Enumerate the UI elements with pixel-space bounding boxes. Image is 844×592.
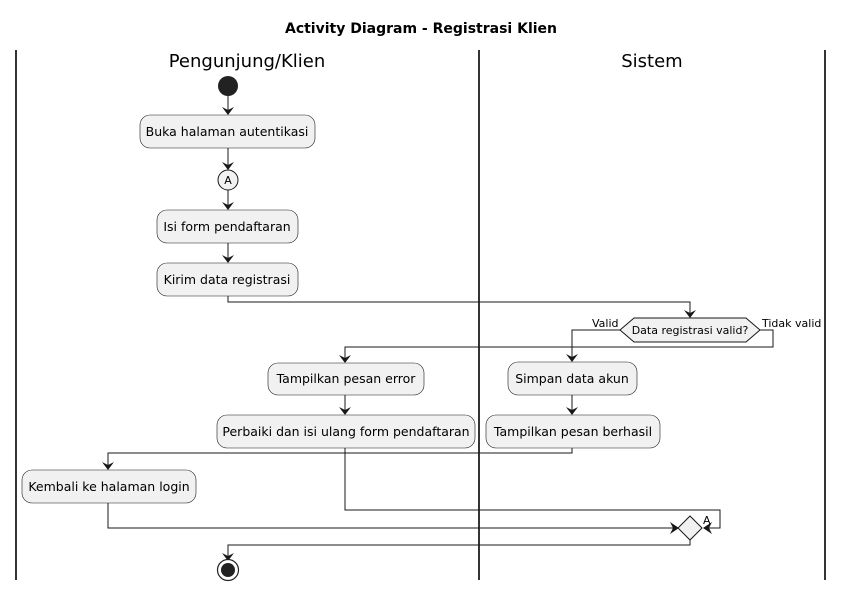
- start-node: [218, 76, 238, 96]
- activity-show-success-label: Tampilkan pesan berhasil: [493, 424, 652, 439]
- activity-back-login-label: Kembali ke halaman login: [28, 479, 189, 494]
- diagram-title: Activity Diagram - Registrasi Klien: [285, 21, 557, 37]
- lane-header-sistem: Sistem: [621, 51, 682, 72]
- activity-fix-form: Perbaiki dan isi ulang form pendaftaran: [216, 414, 476, 449]
- end-node: [216, 558, 240, 582]
- activity-submit-label: Kirim data registrasi: [164, 272, 291, 287]
- connector-a-loop-label: A: [703, 514, 711, 527]
- branch-label-tidak-valid: Tidak valid: [761, 317, 821, 330]
- activity-open-auth: Buka halaman autentikasi: [139, 114, 316, 149]
- activity-fill-form-label: Isi form pendaftaran: [163, 219, 290, 234]
- activity-open-auth-label: Buka halaman autentikasi: [146, 124, 309, 139]
- lane-header-klien: Pengunjung/Klien: [169, 51, 326, 72]
- branch-label-valid: Valid: [592, 317, 619, 330]
- activity-fill-form: Isi form pendaftaran: [156, 209, 299, 244]
- activity-submit: Kirim data registrasi: [156, 262, 299, 297]
- decision-valid: Data registrasi valid?: [619, 317, 761, 343]
- activity-fix-form-label: Perbaiki dan isi ulang form pendaftaran: [222, 424, 469, 439]
- activity-save-account: Simpan data akun: [507, 361, 638, 396]
- activity-show-error: Tampilkan pesan error: [267, 362, 425, 396]
- activity-back-login: Kembali ke halaman login: [21, 469, 197, 504]
- activity-show-success: Tampilkan pesan berhasil: [485, 414, 661, 449]
- connector-a-top-label: A: [224, 174, 232, 187]
- activity-save-account-label: Simpan data akun: [515, 371, 629, 386]
- activity-show-error-label: Tampilkan pesan error: [276, 371, 417, 386]
- connector-a-top: A: [217, 169, 239, 191]
- merge-node: [677, 515, 703, 541]
- decision-question: Data registrasi valid?: [632, 324, 749, 337]
